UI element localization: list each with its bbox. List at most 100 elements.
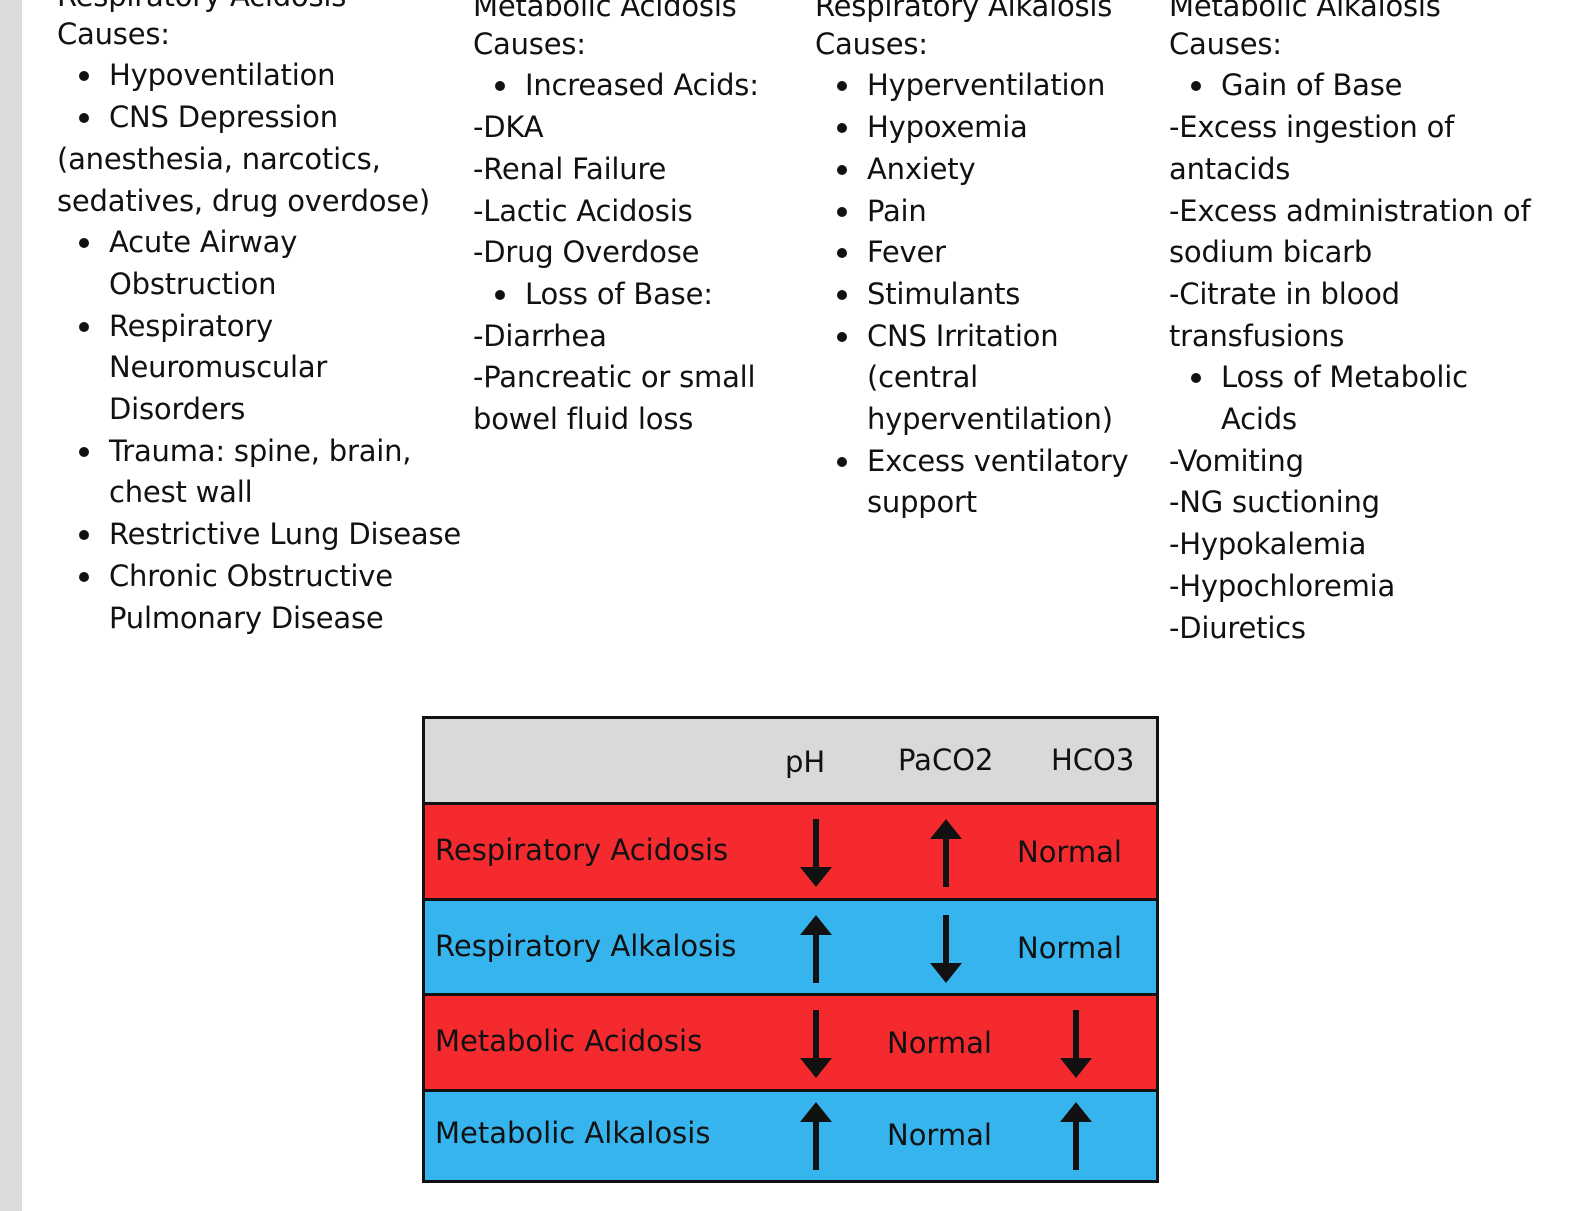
cell-hco3-value: Normal [1017,930,1122,965]
text-line: -Excess administration of [1169,193,1531,228]
page-gutter [0,0,22,1211]
list-item-text: Fever [867,232,1145,274]
bullet-icon [57,222,109,249]
bullet-icon [815,149,867,175]
list-item: Restrictive Lung Disease [57,514,477,556]
list-item-text: Increased Acids: [525,65,793,107]
text-line: -Diarrhea [473,318,607,353]
list-item-text: Hypoventilation [109,55,477,97]
bullet-icon [815,191,867,217]
list-item-line: Loss of Base: [525,276,713,311]
bullet-icon [57,306,109,332]
column-title: Metabolic Acidosis [473,0,737,23]
list-item-text: Trauma: spine, brain, chest wall [109,431,477,514]
list-item-line: Increased Acids: [525,68,759,103]
bullet-icon [57,514,109,541]
list-item: Anxiety [815,149,1145,191]
list-item-line: CNS Depression [109,100,338,135]
list-item-line: CNS Irritation [867,318,1059,353]
text-line: sedatives, drug overdose) [57,183,431,218]
bullet-icon [815,107,867,134]
list-item-line: Respiratory [109,308,273,343]
list-item: Trauma: spine, brain, chest wall [57,431,477,514]
causes-label: Causes: [1169,26,1282,61]
list-item: Loss of Base: [473,274,793,316]
arrow-down-icon [800,1010,832,1078]
bullet-icon [815,232,867,259]
arrow-up-icon [800,914,832,983]
list-item-text: Hypoxemia [867,107,1145,149]
list-item-line: Pulmonary Disease [109,600,384,635]
list-item-text: Restrictive Lung Disease [109,514,477,556]
list-item-line: Hypoxemia [867,110,1028,145]
table-row: Metabolic Alkalosis Normal [425,1092,1156,1180]
list-item-line: Chronic Obstructive [109,558,393,593]
list-item-text: Gain of Base [1221,65,1579,107]
list-item-line: Hypoventilation [109,58,336,93]
list-item-line: support [867,485,977,520]
list-item-line: Trauma: spine, brain, [109,433,412,468]
text-line: -DKA [473,110,544,145]
list-item-text: Loss of Base: [525,274,793,316]
list-item-line: Restrictive Lung Disease [109,517,462,552]
text-line: sodium bicarb [1169,235,1373,270]
list-item-line: Disorders [109,392,246,427]
causes-list: Increased Acids:-DKA-Renal Failure-Lacti… [473,65,793,440]
text-line: -Diuretics [1169,610,1306,645]
list-item-text: Pain [867,191,1145,233]
text-line: bowel fluid loss [473,402,694,437]
list-item-text: Anxiety [867,149,1145,191]
column-title: Respiratory Acidosis [57,0,477,18]
list-item-line: chest wall [109,475,253,510]
text-line: -NG suctioning [1169,485,1380,520]
list-item-text: CNS Depression [109,97,477,139]
row-label: Metabolic Alkalosis [435,1116,711,1150]
list-item: Fever [815,232,1145,274]
causes-label: Causes: [815,26,928,61]
list-item-line: Fever [867,235,946,270]
text-line: -Hypokalemia [1169,527,1367,562]
column-metabolic-acidosis: Metabolic Acidosis Causes: Increased Aci… [473,0,793,441]
bullet-icon [57,55,109,82]
text-line: (anesthesia, narcotics, [57,141,381,176]
table-header-row: pH PaCO2 HCO3 [425,719,1156,805]
list-item-line: Anxiety [867,151,976,186]
list-item: Pain [815,191,1145,233]
arrow-down-icon [1060,1010,1092,1078]
list-item: Gain of Base [1169,65,1579,107]
bullet-icon [1169,357,1221,384]
list-item-line: Obstruction [109,266,277,301]
text-line: antacids [1169,151,1291,186]
list-item-line: (central [867,360,979,395]
list-item-line: Stimulants [867,276,1021,311]
bullet-icon [815,274,867,300]
list-item: CNS Depression [57,97,477,139]
header-hco3: HCO3 [1051,743,1135,777]
list-item-line: Loss of Metabolic [1221,360,1468,395]
list-item-text: Hyperventilation [867,65,1145,107]
list-item-text: Stimulants [867,274,1145,316]
column-title: Metabolic Alkalosis [1169,0,1441,23]
list-item-line: Hyperventilation [867,68,1106,103]
text-line: -Lactic Acidosis [473,193,693,228]
column-title: Respiratory Alkalosis [815,0,1113,23]
row-label: Respiratory Acidosis [435,833,729,867]
causes-label: Causes: [57,16,170,51]
column-metabolic-alkalosis: Metabolic Alkalosis Causes: Gain of Base… [1169,0,1579,649]
cell-paco2-value: Normal [887,1118,992,1152]
bullet-icon [815,65,867,92]
text-line: -Hypochloremia [1169,568,1396,603]
bullet-icon [1169,65,1221,92]
